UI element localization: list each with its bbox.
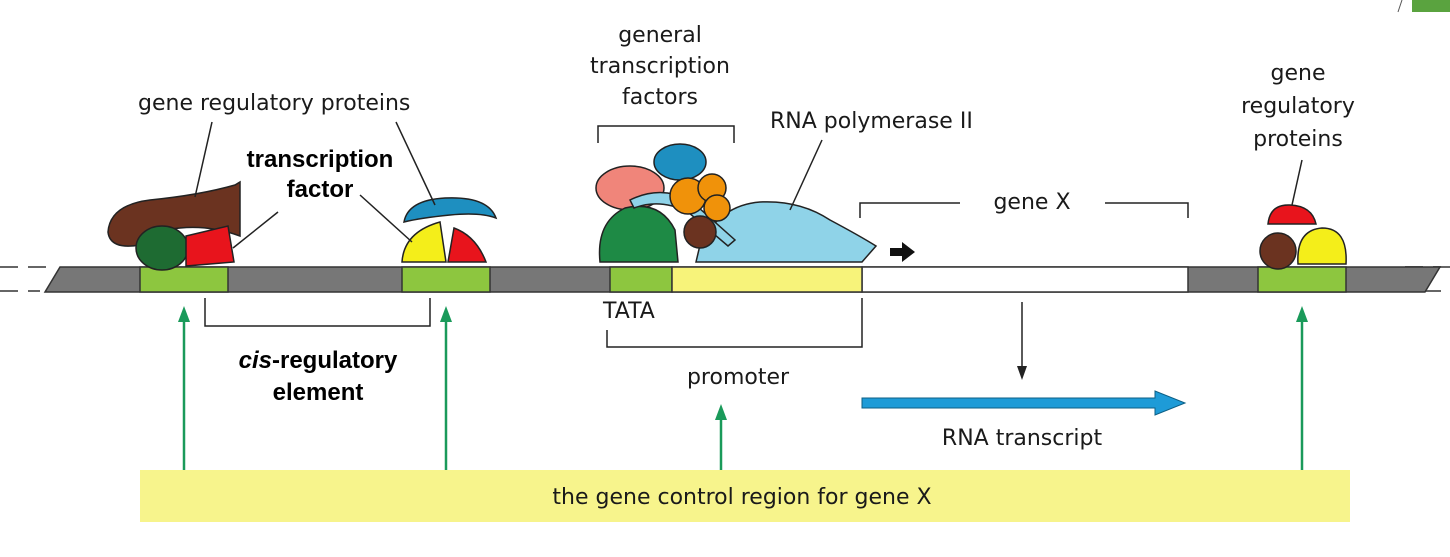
label-cis-rest: -regulatory (272, 347, 398, 374)
label-gene-regulatory-right-line2: regulatory (1241, 94, 1355, 119)
right-element-segment (1257, 266, 1347, 293)
label-tata: TATA (602, 299, 655, 324)
red-protein (447, 226, 488, 263)
gene-x-bracket-right (1105, 202, 1189, 218)
teal-cap-protein (403, 197, 498, 224)
transcription-complex (595, 143, 878, 263)
transcription-start-arrow (890, 242, 915, 262)
label-gene-x: gene X (993, 190, 1070, 215)
promoter-bracket (606, 298, 863, 348)
label-gene-control-region: the gene control region for gene X (552, 485, 931, 510)
label-cis-italic: cis (239, 347, 272, 374)
label-gene-regulatory-proteins-left: gene regulatory proteins (138, 91, 410, 116)
label-gene-regulatory-right-line3: proteins (1253, 127, 1343, 152)
label-transcription-factor-line1: transcription (247, 146, 394, 173)
right-protein-complex (1259, 204, 1347, 270)
right-yellow-protein (1297, 227, 1347, 265)
right-red-protein (1267, 204, 1317, 225)
pointer-lines (194, 121, 1303, 249)
tata-segment (609, 266, 673, 293)
general-tf-bracket (597, 125, 735, 143)
dna-white-gene-region (861, 266, 1189, 293)
label-rna-transcript: RNA transcript (942, 426, 1103, 451)
label-gene-regulatory-right-line1: gene (1271, 61, 1326, 86)
label-rna-polymerase-ii: RNA polymerase II (770, 109, 973, 134)
teal-factor (653, 143, 707, 181)
corner-tab (1412, 0, 1450, 12)
gene-x-bracket-left (859, 202, 960, 218)
cis-element-segment-2 (401, 266, 491, 293)
left-protein-complex (107, 180, 241, 271)
second-protein-complex (401, 197, 498, 263)
yellow-protein (401, 221, 447, 263)
brown-factor (683, 215, 717, 249)
dark-green-protein (135, 225, 189, 271)
dna-strand (43, 266, 1442, 293)
label-general-tf-line3: factors (622, 85, 698, 110)
brackets (204, 125, 1189, 348)
label-element: element (273, 379, 364, 406)
label-promoter: promoter (687, 365, 790, 390)
general-tf-dark-green (598, 205, 679, 263)
rna-transcript-arrow (861, 390, 1187, 416)
cis-element-bracket (204, 298, 431, 327)
orange-factor-3 (703, 194, 731, 222)
red-transcription-factor (185, 225, 235, 267)
gene-control-region-bar (140, 470, 1350, 522)
green-arrows (178, 306, 1308, 470)
transcription-down-arrowhead (1017, 366, 1027, 380)
label-transcription-factor-line2: factor (287, 176, 354, 203)
promoter-yellow-segment (671, 266, 863, 293)
right-brown-protein (1259, 232, 1297, 270)
label-general-tf-line2: transcription (590, 54, 730, 79)
label-general-tf-line1: general (618, 23, 702, 48)
cis-element-segment-1 (139, 266, 229, 293)
label-cis-regulatory: cis-regulatory (239, 347, 398, 374)
corner-tab-line (1397, 0, 1403, 13)
